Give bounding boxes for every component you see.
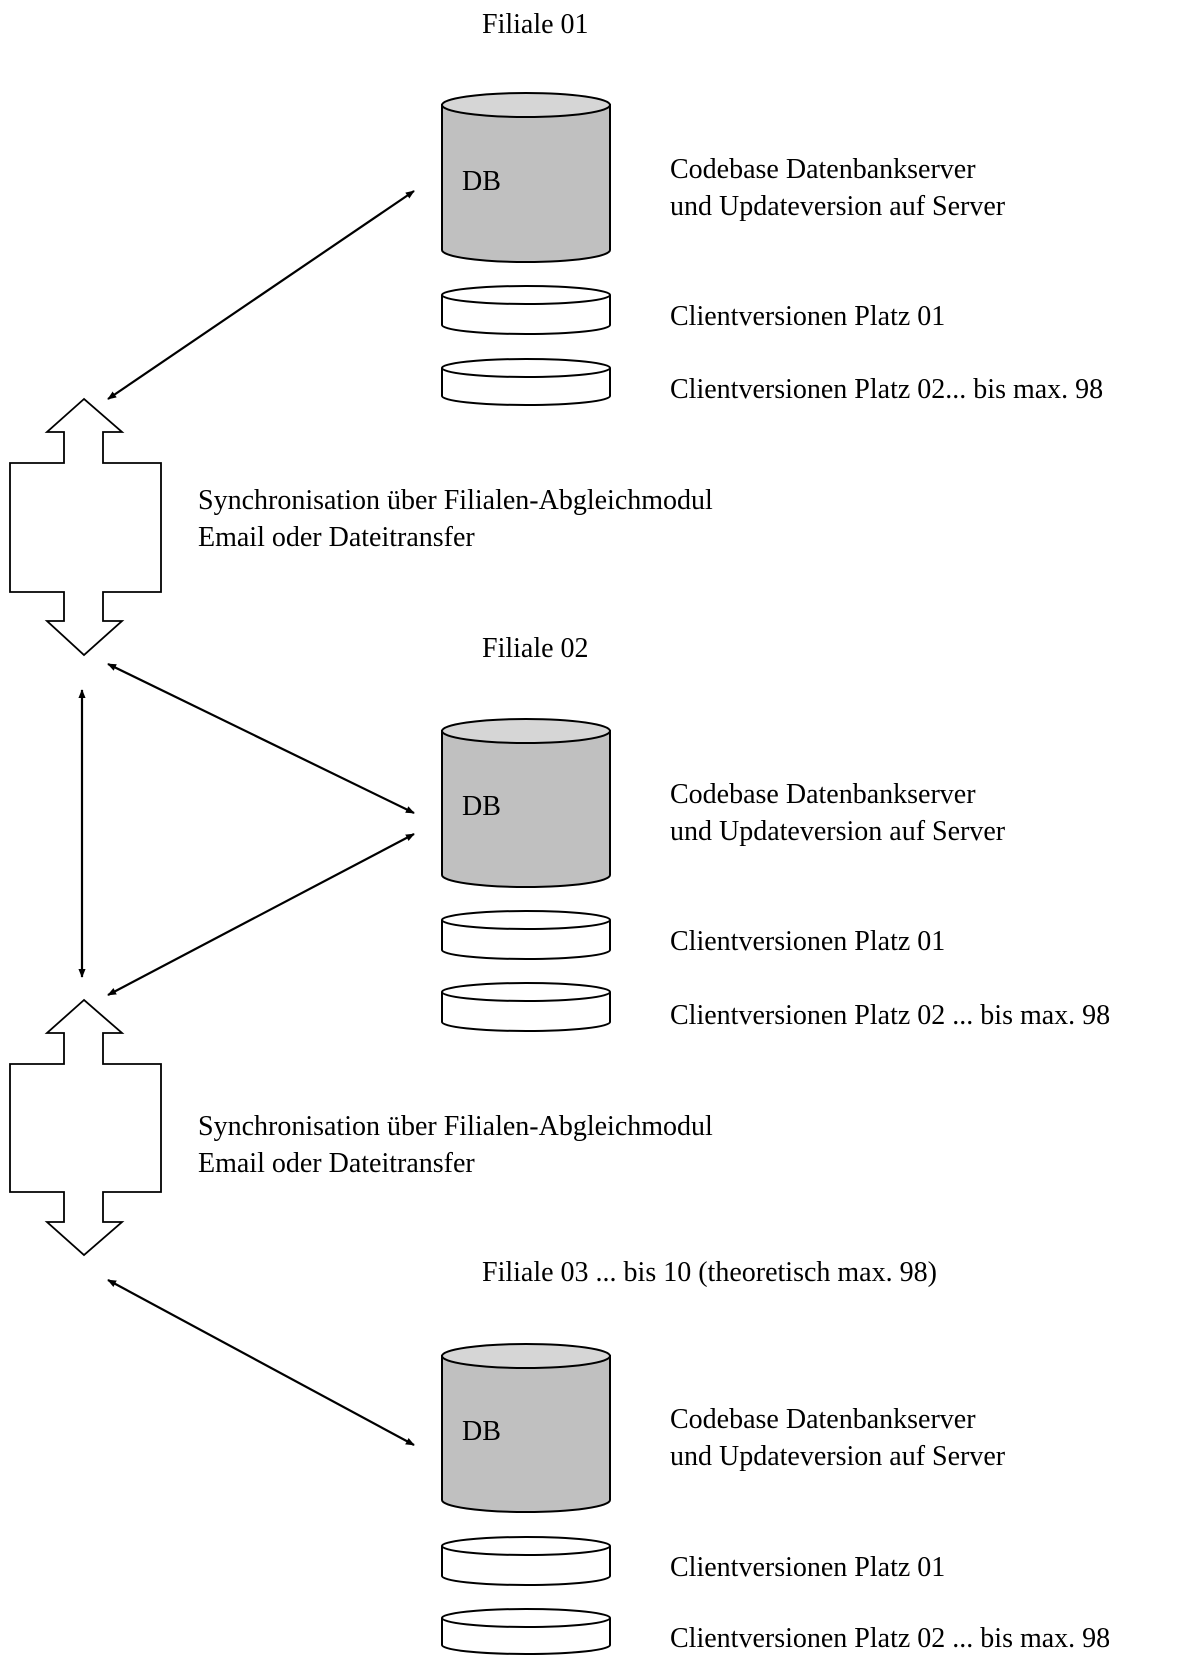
branch-2-db-label: DB	[462, 791, 501, 822]
branch-3-client2-disk-icon	[441, 1608, 611, 1655]
branch-1-title: Filiale 01	[482, 9, 589, 40]
branch-3-title: Filiale 03 ... bis 10 (theoretisch max. …	[482, 1257, 937, 1288]
branch-3-server-line1: Codebase Datenbankserver	[670, 1404, 976, 1435]
branch-1-client2-label: Clientversionen Platz 02... bis max. 98	[670, 374, 1103, 405]
branch-1-client1-disk-icon	[441, 285, 611, 335]
branch-2-server-line1: Codebase Datenbankserver	[670, 779, 976, 810]
connector-arrow-branch2-lower	[107, 833, 415, 996]
sync-2-double-arrow-icon	[9, 998, 162, 1257]
sync-1-line1: Synchronisation über Filialen-Abgleichmo…	[198, 485, 713, 516]
branch-1-client1-label: Clientversionen Platz 01	[670, 301, 945, 332]
branch-1: Filiale 01 DB Codebase Datenbankserver u…	[441, 9, 1103, 406]
branch-2-client1-disk-icon	[441, 910, 611, 960]
branch-3: Filiale 03 ... bis 10 (theoretisch max. …	[441, 1257, 1110, 1655]
branch-1-server-line1: Codebase Datenbankserver	[670, 154, 976, 185]
connector-arrow-branch3	[107, 1279, 415, 1446]
branch-2-client2-label: Clientversionen Platz 02 ... bis max. 98	[670, 1000, 1110, 1031]
sync-1-double-arrow-icon	[9, 397, 162, 657]
sync-2: Synchronisation über Filialen-Abgleichmo…	[9, 998, 713, 1257]
branch-3-server-line2: und Updateversion auf Server	[670, 1441, 1006, 1472]
branch-2-server-line2: und Updateversion auf Server	[670, 816, 1006, 847]
branch-2-client2-disk-icon	[441, 982, 611, 1032]
connector-arrow-branch1	[107, 190, 415, 400]
branch-3-client1-disk-icon	[441, 1536, 611, 1586]
branch-2-title: Filiale 02	[482, 633, 589, 664]
branch-2-database-icon	[441, 718, 611, 888]
branch-1-client2-disk-icon	[441, 358, 611, 406]
sync-2-line1: Synchronisation über Filialen-Abgleichmo…	[198, 1111, 713, 1142]
connector-arrow-branch2-upper	[107, 663, 415, 814]
branch-3-database-icon	[441, 1343, 611, 1513]
sync-2-line2: Email oder Dateitransfer	[198, 1148, 475, 1179]
branch-2: Filiale 02 DB Codebase Datenbankserver u…	[441, 633, 1110, 1032]
branch-1-server-line2: und Updateversion auf Server	[670, 191, 1006, 222]
branch-1-db-label: DB	[462, 166, 501, 197]
branch-1-database-icon	[441, 92, 611, 263]
sync-1-line2: Email oder Dateitransfer	[198, 522, 475, 553]
branch-2-client1-label: Clientversionen Platz 01	[670, 926, 945, 957]
branch-3-client2-label: Clientversionen Platz 02 ... bis max. 98	[670, 1623, 1110, 1654]
branch-3-client1-label: Clientversionen Platz 01	[670, 1552, 945, 1583]
sync-1: Synchronisation über Filialen-Abgleichmo…	[9, 397, 713, 657]
branch-3-db-label: DB	[462, 1416, 501, 1447]
